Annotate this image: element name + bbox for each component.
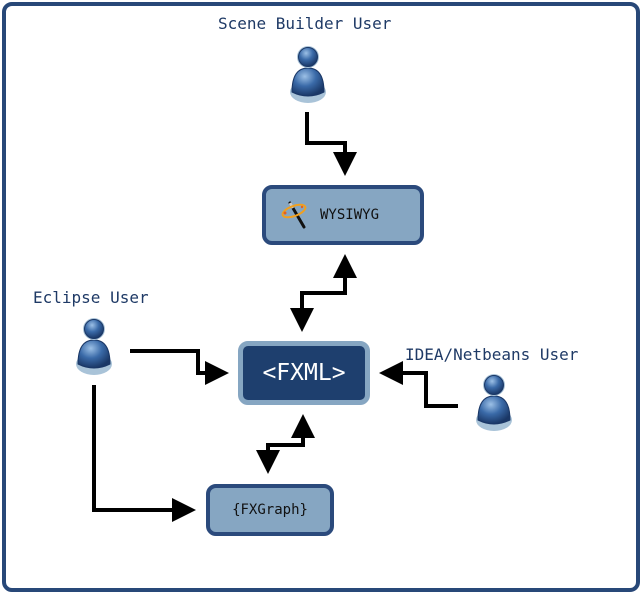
arrow-scene-builder-to-wysiwyg	[305, 112, 357, 176]
fxml-node: <FXML>	[238, 341, 370, 405]
wysiwyg-label: WYSIWYG	[320, 207, 380, 223]
eclipse-user-icon	[76, 318, 112, 375]
fxml-label: <FXML>	[262, 360, 346, 386]
scene-builder-user-icon	[290, 46, 326, 103]
arrow-eclipse-to-fxgraph	[92, 385, 196, 522]
fxgraph-label: {FXGraph}	[232, 502, 308, 518]
eclipse-user-label: Eclipse User	[33, 288, 149, 307]
arrow-fxgraph-fxml	[256, 414, 315, 474]
idea-netbeans-user-label: IDEA/Netbeans User	[405, 345, 579, 364]
arrow-eclipse-to-fxml	[130, 349, 229, 385]
fxgraph-node: {FXGraph}	[206, 484, 334, 536]
wysiwyg-node: WYSIWYG	[262, 185, 424, 245]
magic-wand-icon	[281, 201, 307, 229]
arrow-wysiwyg-fxml	[290, 254, 357, 332]
idea-netbeans-user-icon	[476, 374, 512, 431]
scene-builder-user-label: Scene Builder User	[218, 14, 392, 33]
arrow-idea-to-fxml	[379, 361, 458, 408]
